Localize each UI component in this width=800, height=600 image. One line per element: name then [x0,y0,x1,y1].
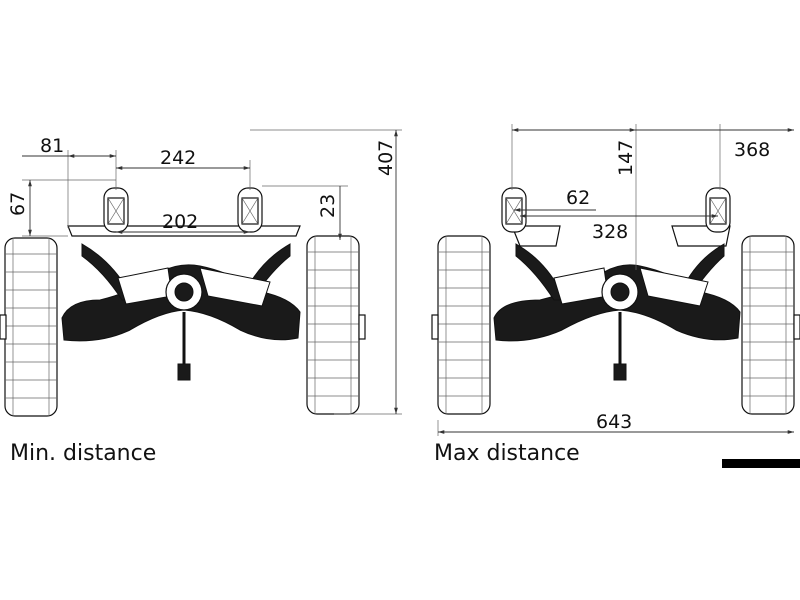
logo-text: C-TUG [562,291,592,301]
kickstand [177,363,191,381]
left-wheel [4,237,58,417]
dim-147: 147 [615,140,637,176]
dim-202: 202 [162,211,198,233]
dim-643: 643 [596,411,632,433]
dim-67: 67 [7,192,29,216]
kickstand [613,363,627,381]
dim-368: 368 [734,139,770,161]
caption-max-distance: Max distance [434,441,580,466]
left-view: C-TUG 81 242 67 202 23 407 Min. distance [0,129,402,466]
dim-407: 407 [375,140,397,176]
dim-242: 242 [160,147,196,169]
caption-min-distance: Min. distance [10,441,156,466]
right-wheel [306,235,360,415]
right-wheel [741,235,795,415]
scale-bar [722,459,800,468]
dim-81: 81 [40,135,64,157]
pad-right [237,187,263,233]
dim-23: 23 [317,194,339,218]
dim-62: 62 [566,187,590,209]
logo-text: C-TUG [128,291,158,301]
pad-right [705,187,731,233]
right-view: C-TUG 147 368 62 328 643 Max distance [431,124,800,466]
left-wheel [437,235,491,415]
dim-328: 328 [592,221,628,243]
pad-left [103,187,129,233]
